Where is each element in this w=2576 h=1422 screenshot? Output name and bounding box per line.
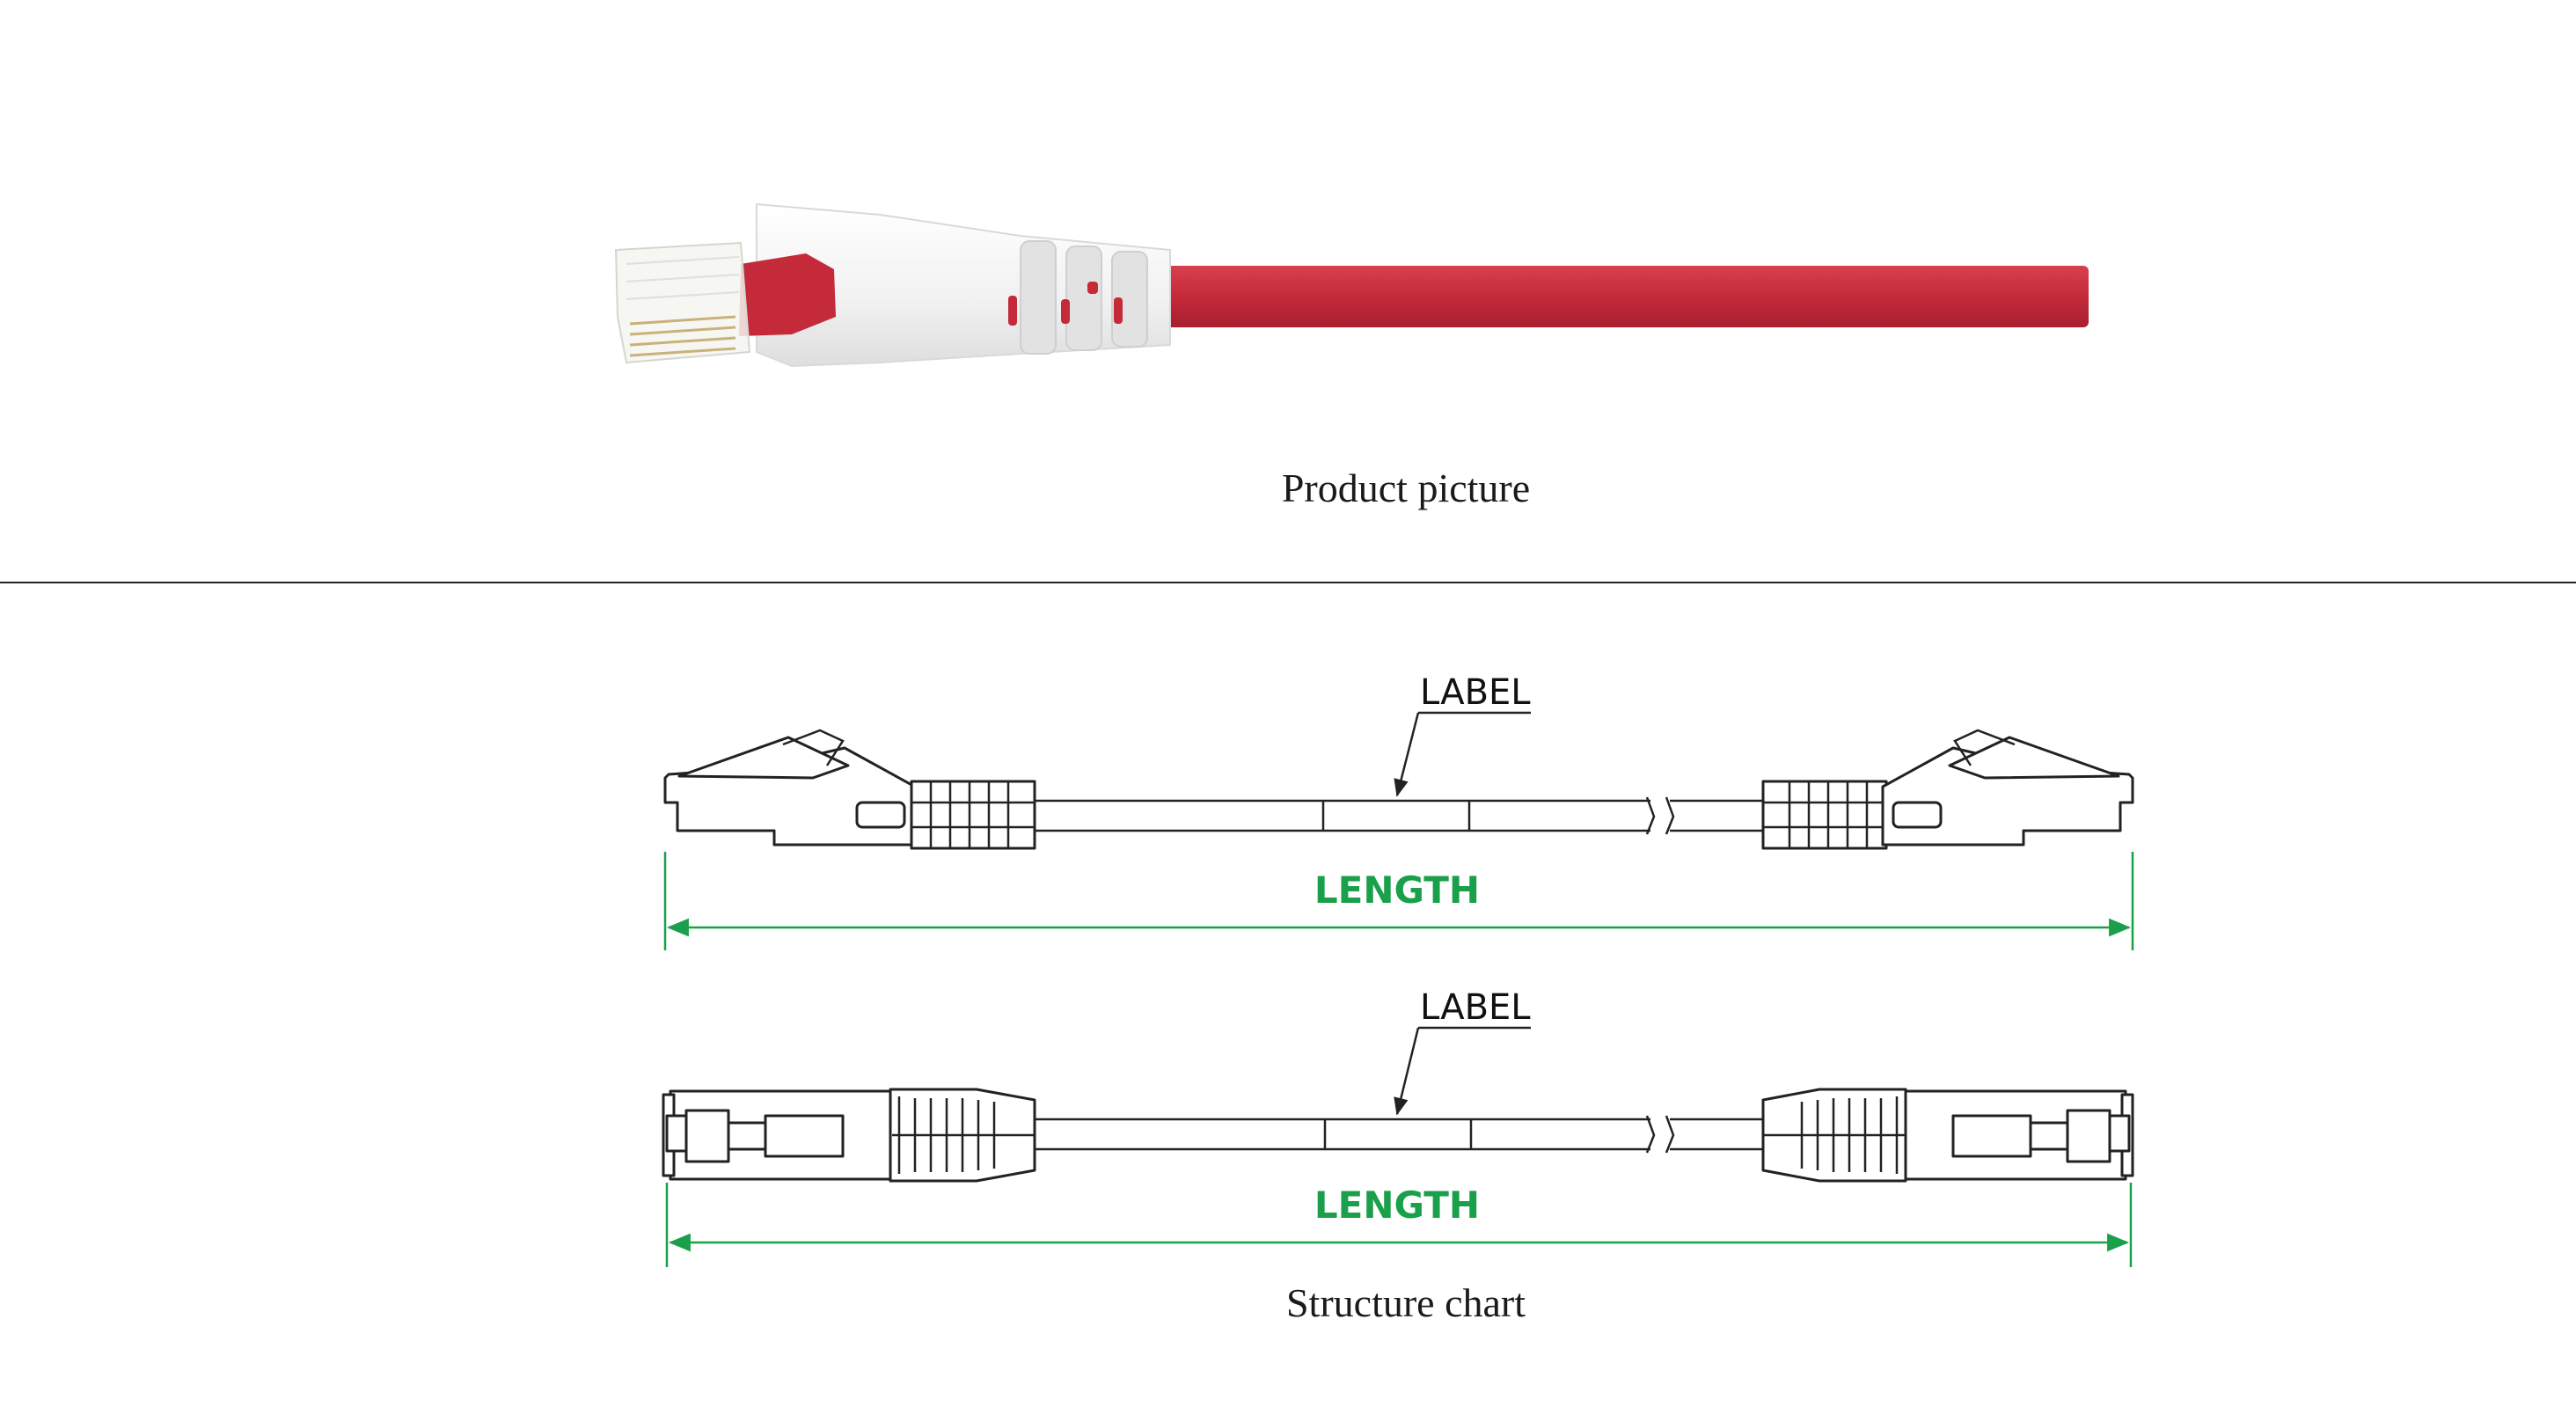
right-tab: [1951, 1114, 2032, 1158]
label-text-top: LABEL: [1420, 672, 1531, 713]
right-clip-window: [1892, 801, 1943, 829]
left-boot: [910, 780, 1036, 850]
left-clip-window: [855, 801, 906, 829]
label-leader-line: [1394, 712, 1420, 797]
right-boot: [1761, 780, 1888, 850]
label-text-bottom: LABEL: [1420, 987, 1531, 1028]
product-photo: [614, 202, 2089, 368]
right-boot-ribs: [1763, 781, 1886, 848]
boot-ribs: [1020, 240, 1148, 355]
cable-line: [1035, 796, 1763, 835]
label-leader-line-bottom: [1394, 1027, 1420, 1116]
plug-contacts: [629, 315, 736, 357]
right-latch: [1948, 736, 2120, 780]
product-caption: Product picture: [1282, 465, 1530, 510]
left-boot-top-ribs: [892, 1096, 1035, 1174]
structure-caption: Structure chart: [1286, 1280, 1526, 1325]
right-boot-top-ribs: [1763, 1096, 1906, 1174]
drawing-top-view: LABEL LENGTH: [662, 987, 2134, 1267]
left-boot-ribs: [911, 781, 1035, 848]
length-text-top: LENGTH: [1314, 869, 1480, 912]
left-tab: [764, 1114, 845, 1158]
red-cable: [1160, 266, 2089, 327]
left-latch: [677, 736, 850, 780]
boot-red-slots: [1008, 282, 1123, 326]
drawing-side-view: LABEL LENGTH: [663, 672, 2134, 950]
red-latch: [739, 253, 836, 336]
length-text-bottom: LENGTH: [1314, 1184, 1480, 1227]
cable-line-top-view: [1035, 1115, 1763, 1154]
